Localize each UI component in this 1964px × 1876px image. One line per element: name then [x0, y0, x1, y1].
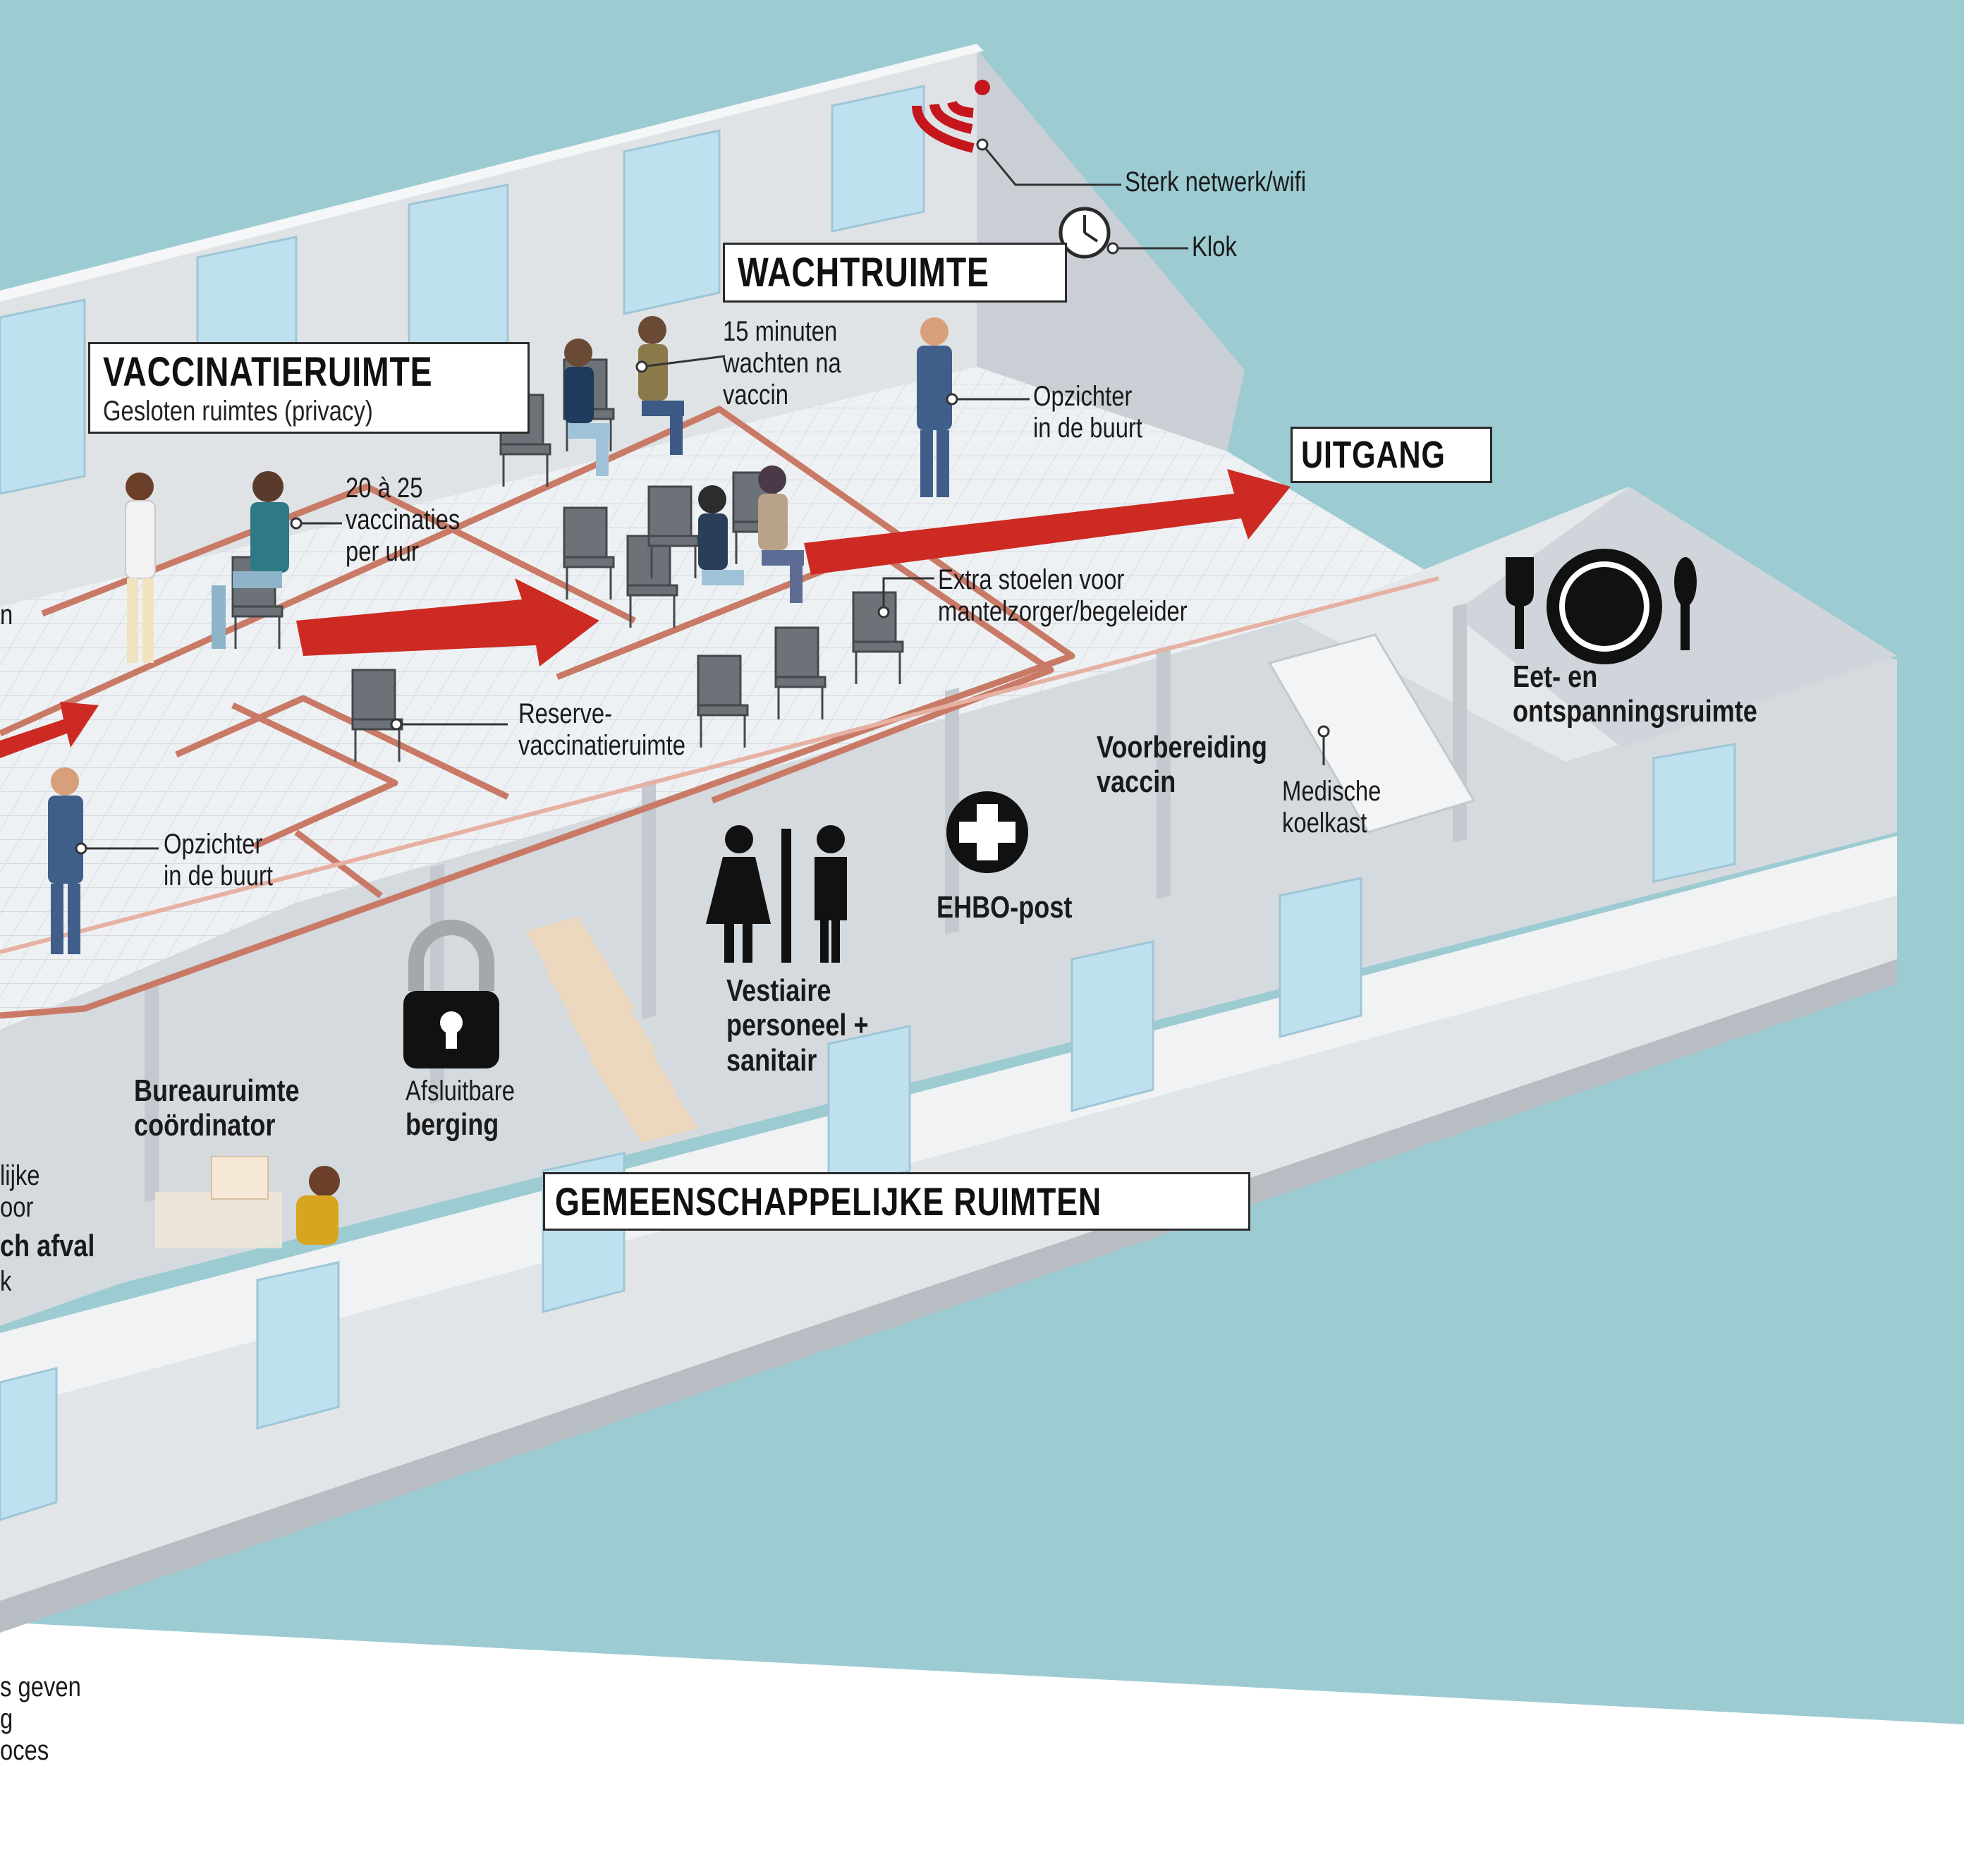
- wachtruimte-title: WACHTRUIMTE: [738, 250, 989, 296]
- wifi-icon: [912, 100, 975, 153]
- cut-left-text-2: k: [0, 1266, 12, 1297]
- cut-bottom-text: s geven g oces: [0, 1671, 81, 1766]
- person-nurse: [125, 473, 156, 663]
- waiting-note: 15 minuten wachten na vaccin: [723, 316, 841, 410]
- cut-left-text-bold: ch afval: [0, 1229, 95, 1263]
- preparation-label: Voorbereiding vaccin: [1097, 730, 1267, 800]
- people: [48, 316, 952, 1248]
- stairs: [525, 917, 698, 1143]
- first-aid-label: EHBO-post: [937, 890, 1073, 925]
- person-waiting-1: [564, 339, 610, 476]
- first-aid-icon: [946, 791, 1028, 873]
- padlock-icon: [403, 920, 499, 1068]
- flow-arrows: [0, 469, 1291, 758]
- storage-label: Afsluitbare berging: [405, 1076, 515, 1142]
- eat-room-floor: [1453, 487, 1897, 748]
- person-patient: [212, 471, 289, 649]
- leader-lines: [81, 144, 1325, 850]
- vaccinatieruimte-subtitle: Gesloten ruimtes (privacy): [103, 396, 373, 427]
- office-label: Bureauruimte coördinator: [134, 1073, 300, 1143]
- common-rooms-title: GEMEENSCHAPPELIJKE RUIMTEN: [555, 1179, 1102, 1224]
- medical-fridge: [1267, 633, 1476, 834]
- uitgang-box: UITGANG: [1291, 427, 1492, 483]
- front-wall: [0, 836, 1897, 1411]
- clock-label: Klok: [1192, 231, 1237, 262]
- wifi-label: Sterk netwerk/wifi: [1125, 166, 1307, 197]
- vaccinatieruimte-box: VACCINATIERUIMTE Gesloten ruimtes (priva…: [88, 342, 530, 434]
- person-supervisor-top: [917, 317, 952, 497]
- person-waiting-2: [638, 316, 684, 455]
- wachtruimte-box: WACHTRUIMTE: [723, 243, 1067, 303]
- front-wall-face: [0, 896, 1897, 1601]
- person-waiting-4: [758, 465, 804, 603]
- floor-edge-line: [0, 576, 1439, 954]
- supervisor-top-label: Opzichter in de buurt: [1033, 381, 1143, 444]
- toilet-icon: [706, 825, 847, 963]
- common-rooms-box: GEMEENSCHAPPELIJKE RUIMTEN: [543, 1172, 1250, 1231]
- cloakroom-label: Vestiaire personeel + sanitair: [726, 973, 869, 1078]
- uitgang-title: UITGANG: [1301, 434, 1446, 476]
- eat-room-label: Eet- en ontspanningsruimte: [1513, 659, 1757, 729]
- rate-note: 20 à 25 vaccinaties per uur: [346, 473, 460, 567]
- leader-dots: [75, 138, 1330, 855]
- clock-icon: [1059, 207, 1111, 259]
- cutlery-icon: [1506, 549, 1697, 664]
- supervisor-bottom-label: Opzichter in de buurt: [164, 829, 274, 891]
- cut-left-text-1: lijke oor: [0, 1160, 40, 1223]
- person-supervisor-bottom: [48, 767, 83, 954]
- fridge-label: Medische koelkast: [1282, 776, 1381, 839]
- cut-floor-label: n: [0, 599, 13, 631]
- wifi-dot: [975, 80, 990, 95]
- wall-top-edge: [0, 44, 984, 302]
- extra-chairs-label: Extra stoelen voor mantelzorger/begeleid…: [938, 564, 1188, 627]
- vaccinatieruimte-title: VACCINATIERUIMTE: [103, 349, 433, 395]
- reserve-label: Reserve- vaccinatieruimte: [518, 698, 685, 761]
- person-coordinator: [155, 1156, 340, 1248]
- front-wall-base: [0, 959, 1897, 1633]
- person-waiting-3: [698, 485, 744, 585]
